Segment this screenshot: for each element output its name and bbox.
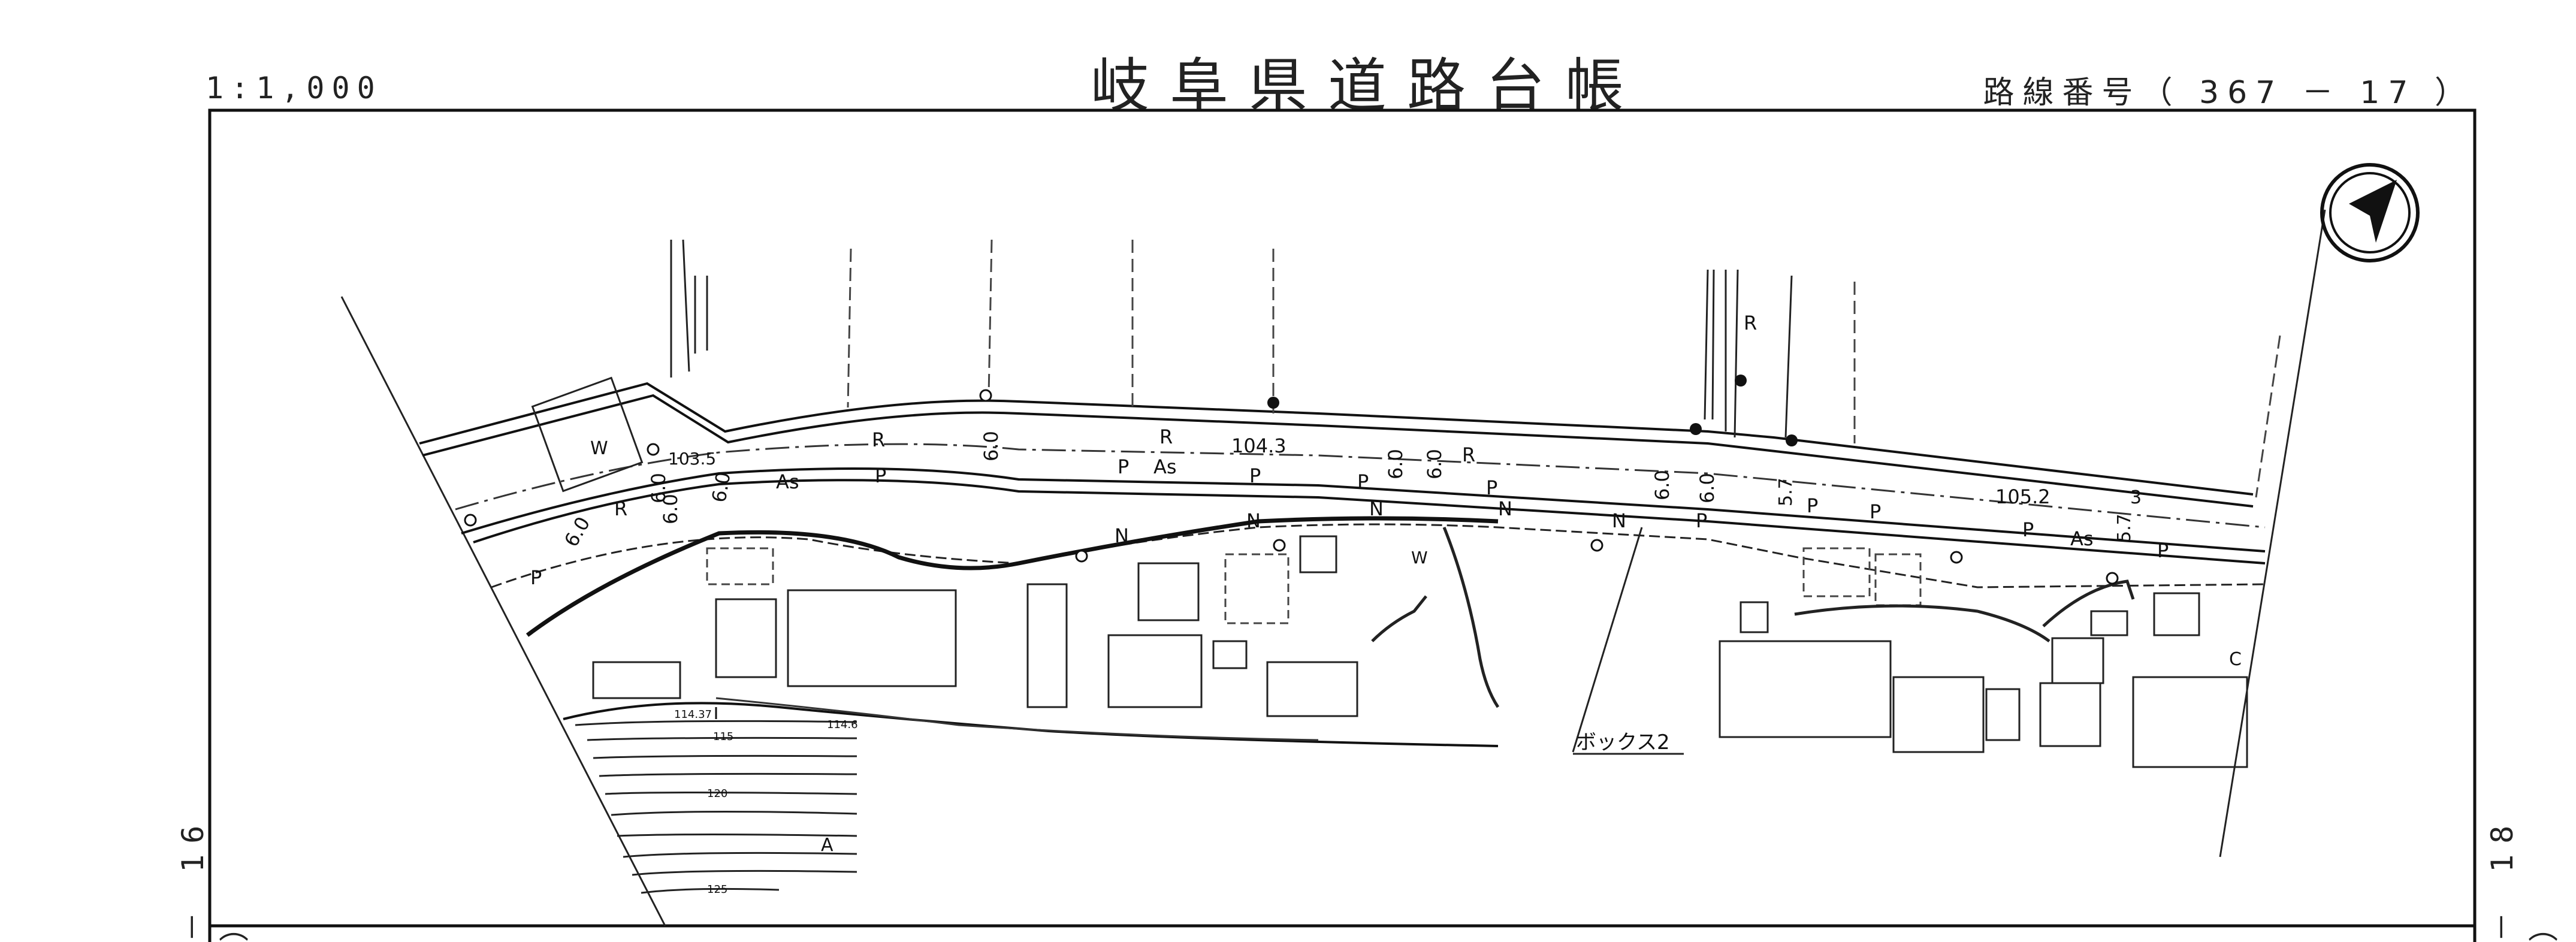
road-code: P [2022, 518, 2034, 541]
map-frame [208, 108, 2477, 942]
manholes [464, 389, 2119, 585]
parcel-boundaries [847, 239, 2281, 498]
width-label: 6.0 [659, 494, 682, 524]
road-code: P [1249, 464, 1261, 487]
road-code: N [1612, 509, 1626, 532]
road-code: R [1159, 425, 1173, 448]
road-code: P [1118, 455, 1129, 478]
contour-label: 120 [707, 787, 727, 800]
boundary-line-left [340, 296, 666, 926]
buildings [531, 376, 2248, 768]
road-code: R [1744, 312, 1757, 334]
road-code: As [776, 470, 799, 493]
width-label: 6.0 [647, 473, 670, 503]
route-number: 路線番号（ 367 － 17 ） [1983, 75, 2474, 111]
road-code: N [1115, 524, 1129, 547]
road-code: R [614, 497, 627, 520]
map-mark: A [821, 835, 833, 856]
road-code: N [1498, 497, 1512, 520]
road-code: P [1807, 494, 1818, 517]
utility-poles [1267, 375, 1798, 446]
width-label: 6.0 [1696, 473, 1719, 503]
river-bank [563, 702, 1499, 747]
road-edges [419, 382, 2266, 564]
width-label: 5.7 [2114, 514, 2135, 542]
width-label: 6.0 [1651, 470, 1674, 500]
road-code: P [1486, 476, 1497, 499]
road-boundary [491, 523, 2266, 588]
side-roads [670, 239, 1793, 438]
road-code: P [1870, 500, 1881, 523]
elevation-label: 103.5 [668, 449, 716, 469]
box-culvert-label: ボックス2 [1576, 730, 1670, 754]
elevation-label: 114.37 [674, 708, 712, 721]
road-code: P [875, 464, 886, 487]
elevation-label: 114.6 [827, 718, 858, 731]
width-label: 6.0 [560, 513, 594, 551]
elevation-label: 104.3 [1231, 434, 1287, 457]
width-label: 6.0 [980, 431, 1002, 461]
road-code: As [2070, 527, 2094, 550]
elevation-label: 105.2 [1995, 485, 2050, 508]
road-code: P [2157, 539, 2169, 562]
road-code: P [530, 566, 542, 589]
map-mark: W [1411, 548, 1428, 567]
road-code: N [1369, 497, 1384, 520]
map-mark: C [2229, 649, 2242, 670]
contour-lines [575, 720, 857, 894]
width-label: 6.0 [1423, 449, 1446, 479]
boundary-line-right [2219, 209, 2326, 858]
road-centerline [455, 443, 2266, 529]
road-code: N [1246, 509, 1261, 532]
road-code: As [1153, 455, 1177, 478]
north-arrow [2320, 163, 2420, 262]
map-mark: W [590, 438, 608, 459]
contour-label: 125 [707, 883, 727, 896]
road-code: R [1462, 443, 1475, 466]
map-mark: 3 [2130, 487, 2142, 508]
width-label: 6.0 [707, 470, 735, 505]
road-code: R [872, 428, 885, 451]
contour-label: 115 [713, 730, 733, 743]
width-label: 5.7 [1775, 478, 1796, 506]
stone-walls [1371, 527, 2135, 708]
width-label: 6.0 [1384, 449, 1407, 479]
road-code: P [1357, 470, 1369, 493]
box-culvert-leader [1572, 527, 1643, 753]
road-code: P [1696, 509, 1707, 532]
map-scale: 1:1,000 [206, 71, 382, 105]
